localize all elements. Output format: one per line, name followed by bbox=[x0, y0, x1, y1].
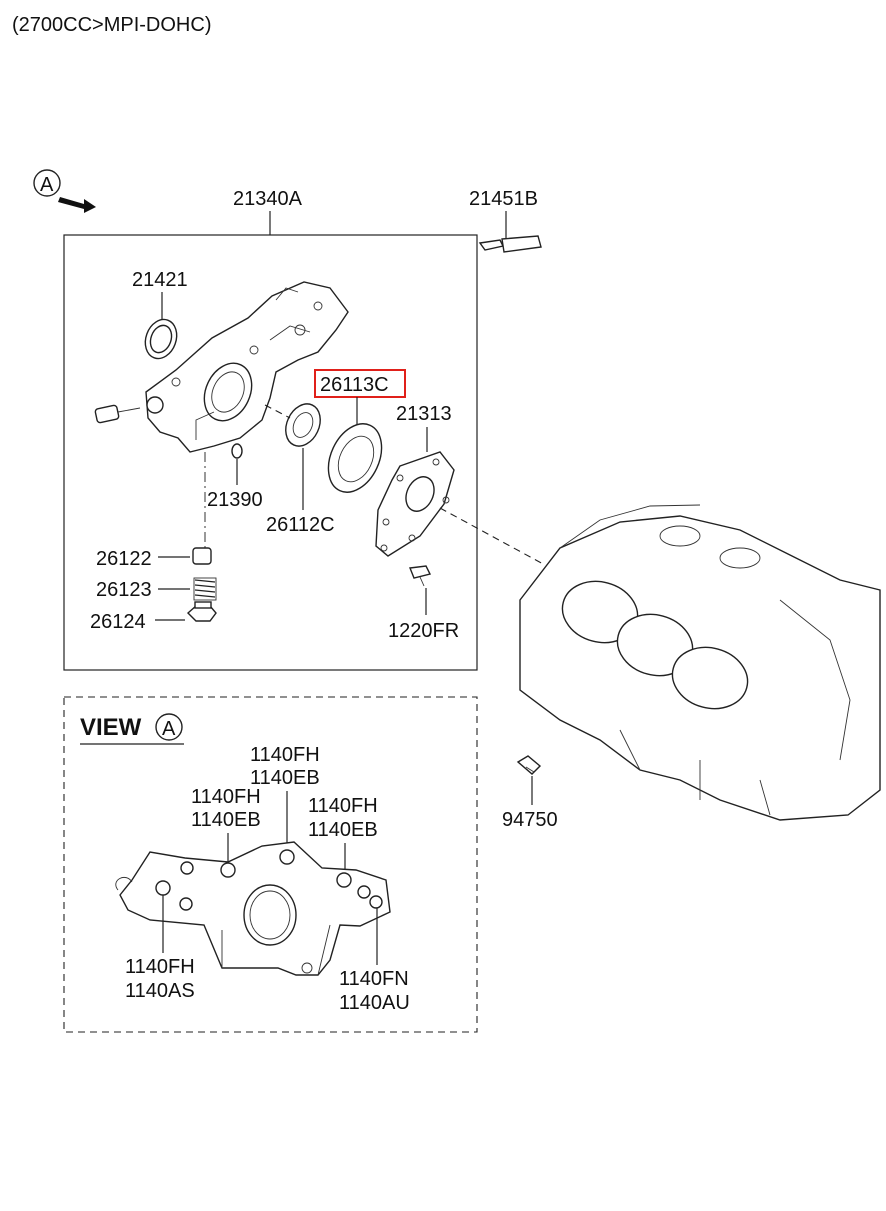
oil-seal-icon bbox=[144, 318, 178, 360]
label-21451B[interactable]: 21451B bbox=[469, 188, 538, 210]
relief-spring-icon bbox=[193, 577, 217, 601]
relief-plug-icon bbox=[186, 601, 217, 622]
pump-cover-icon bbox=[375, 451, 455, 557]
screw-icon bbox=[409, 565, 432, 587]
connector-cover-block bbox=[439, 507, 546, 566]
sealant-tube-icon bbox=[478, 235, 542, 253]
view-title-circle-icon bbox=[155, 713, 183, 741]
label-26113C[interactable]: 26113C bbox=[320, 374, 389, 396]
label-26122[interactable]: 26122 bbox=[96, 548, 152, 570]
label-view-bottom-left-2[interactable]: 1140AS bbox=[125, 980, 195, 1002]
label-view-bottom-right-2[interactable]: 1140AU bbox=[339, 992, 410, 1014]
label-21421[interactable]: 21421 bbox=[132, 269, 188, 291]
label-view-right-2[interactable]: 1140EB bbox=[308, 819, 378, 841]
view-title: VIEW bbox=[80, 714, 142, 741]
label-21340A[interactable]: 21340A bbox=[233, 188, 303, 210]
relief-plunger-icon bbox=[192, 547, 212, 565]
plug-icon bbox=[94, 404, 141, 424]
label-view-left-2[interactable]: 1140EB bbox=[191, 809, 261, 831]
inner-rotor-icon bbox=[285, 403, 321, 447]
view-a-marker[interactable]: A bbox=[33, 169, 96, 213]
connector-pump-rotor bbox=[264, 404, 291, 419]
label-view-left-1[interactable]: 1140FH bbox=[191, 786, 261, 808]
oil-pump-front-view-icon bbox=[115, 841, 391, 976]
oil-pump-case-icon bbox=[145, 281, 349, 453]
outer-rotor-icon bbox=[327, 423, 383, 493]
view-a-circle-icon bbox=[33, 169, 61, 197]
label-26112C[interactable]: 26112C bbox=[266, 514, 335, 536]
label-view-right-1[interactable]: 1140FH bbox=[308, 795, 378, 817]
label-21390[interactable]: 21390 bbox=[207, 489, 263, 511]
label-view-top-1[interactable]: 1140FH bbox=[250, 744, 320, 766]
label-view-top-2[interactable]: 1140EB bbox=[250, 767, 320, 789]
label-94750[interactable]: 94750 bbox=[502, 809, 558, 831]
label-26124[interactable]: 26124 bbox=[90, 611, 146, 633]
label-26123[interactable]: 26123 bbox=[96, 579, 152, 601]
view-a-frame bbox=[63, 696, 478, 1033]
label-view-bottom-left-1[interactable]: 1140FH bbox=[125, 956, 195, 978]
view-direction-arrow-icon bbox=[58, 197, 96, 213]
highlight-box-26113C bbox=[314, 369, 406, 398]
view-a-letter: A bbox=[40, 174, 54, 196]
label-1220FR[interactable]: 1220FR bbox=[388, 620, 459, 642]
o-ring-icon bbox=[231, 443, 243, 459]
label-21313[interactable]: 21313 bbox=[396, 403, 452, 425]
engine-block-icon bbox=[519, 504, 881, 821]
oil-pressure-switch-icon bbox=[516, 755, 542, 775]
view-title-letter: A bbox=[162, 718, 176, 740]
label-view-bottom-right-1[interactable]: 1140FN bbox=[339, 968, 409, 990]
engine-spec-title: (2700CC>MPI-DOHC) bbox=[12, 14, 211, 36]
